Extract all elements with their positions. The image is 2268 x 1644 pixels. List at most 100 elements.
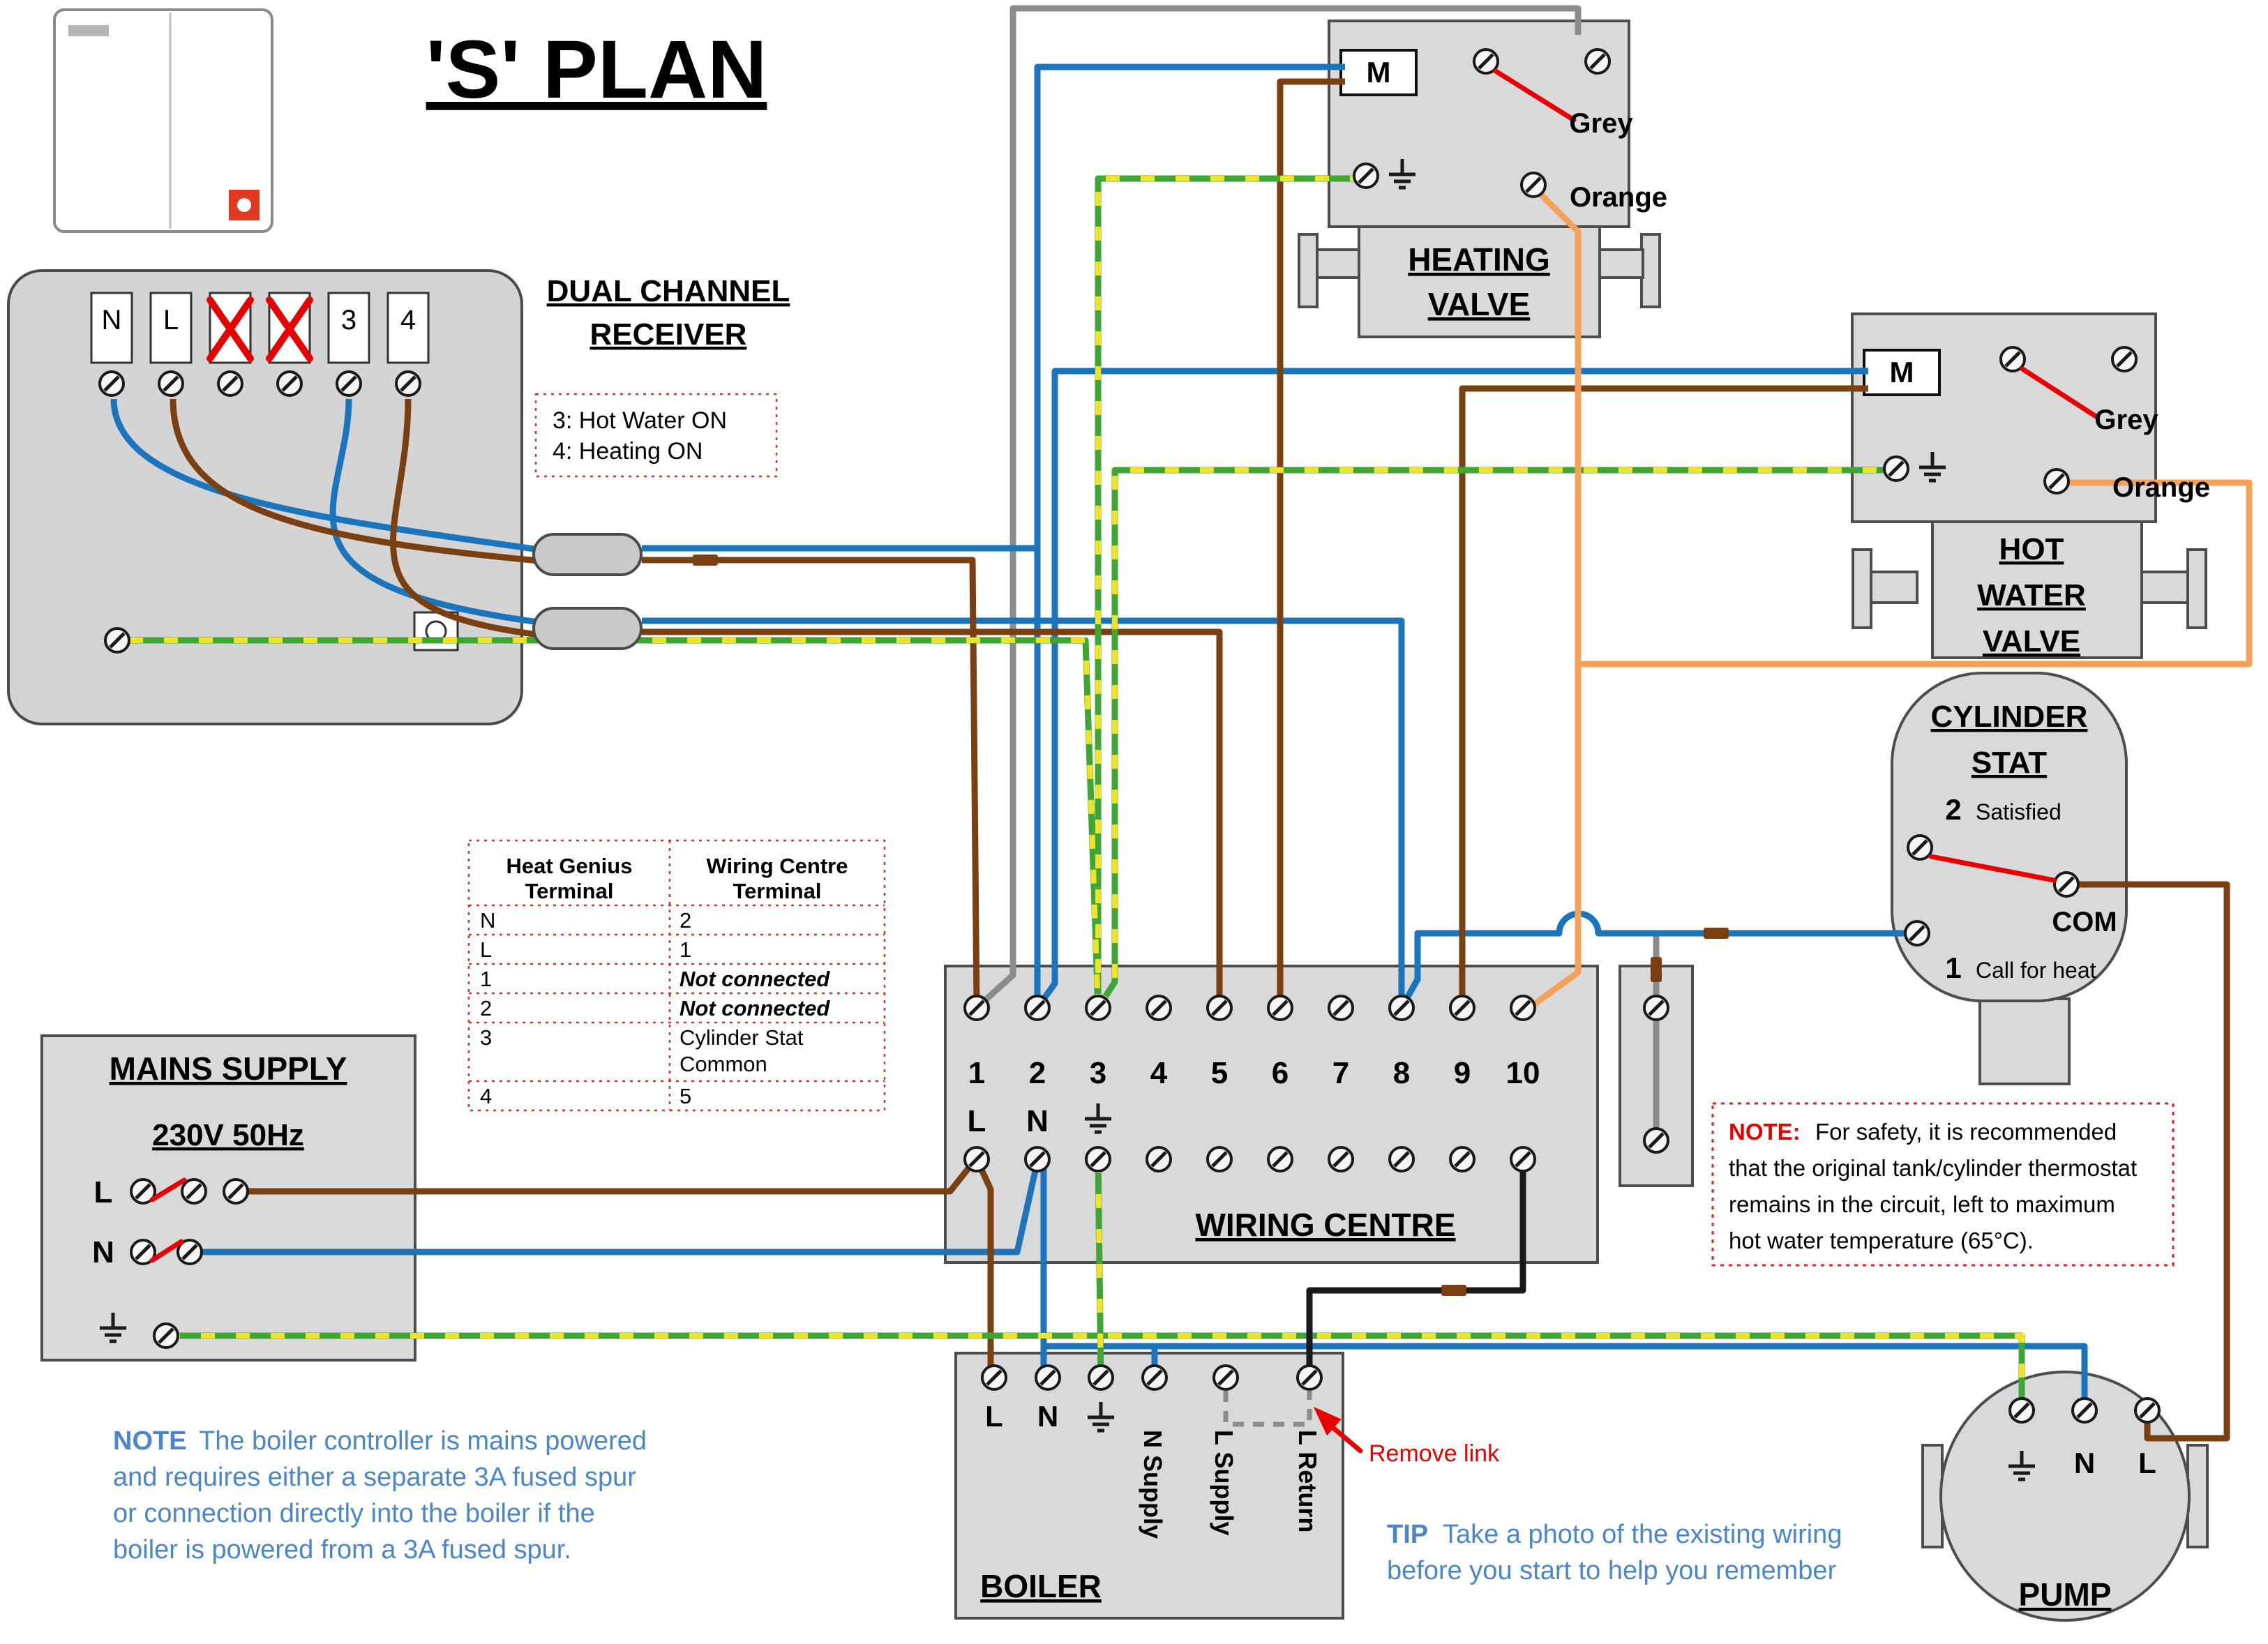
wire-blue-mains-n xyxy=(190,1161,1041,1255)
screw-icon xyxy=(1586,50,1609,73)
wc-terminal-number: 8 xyxy=(1393,1056,1410,1090)
table-cell: 5 xyxy=(679,1084,691,1108)
wc-terminal-number: 6 xyxy=(1272,1056,1289,1090)
screw-icon xyxy=(218,372,242,395)
wire-ferrules xyxy=(693,555,1729,1296)
receiver-terminal-label: 4 xyxy=(400,305,416,335)
screw-icon xyxy=(2073,1398,2096,1422)
remove-link-arrow-head xyxy=(1313,1407,1342,1436)
screw-icon xyxy=(2055,873,2078,896)
wire-brown-hw-valve-motor xyxy=(1459,385,1868,1008)
screw-icon xyxy=(2045,469,2068,493)
boiler-note-line1: The boiler controller is mains powered xyxy=(199,1426,647,1456)
remove-link-arrow-line xyxy=(1326,1421,1363,1454)
stripe xyxy=(129,638,1101,1011)
receiver-terminal-slot xyxy=(327,292,370,364)
table-cell: Not connected xyxy=(679,996,830,1020)
boiler-n-label: N xyxy=(1037,1400,1058,1433)
pump xyxy=(1921,1371,2209,1622)
wc-terminal-number: 5 xyxy=(1211,1056,1228,1090)
earth-wires-yellow-stripe xyxy=(129,176,2025,1412)
table-cell: 3 xyxy=(480,1025,492,1050)
screw-icon xyxy=(1390,996,1413,1020)
wiring-centre-labels: 1 2 3 4 5 6 7 8 9 10 L N WIRING CENTRE xyxy=(968,1056,1540,1243)
ferrule xyxy=(1441,1285,1466,1296)
red-marks xyxy=(149,68,2100,1454)
screw-icon xyxy=(1354,164,1378,188)
terminal-x-mark xyxy=(206,296,254,362)
screw-icon xyxy=(1086,1147,1110,1171)
wc-terminal-number: 1 xyxy=(968,1056,985,1090)
heating-valve-orange-label: Orange xyxy=(1570,182,1667,213)
screw-icon xyxy=(182,1179,206,1203)
safety-note-line4: hot water temperature (65°C). xyxy=(1729,1228,2034,1253)
cylinder-stat-base xyxy=(1978,997,2071,1085)
boiler-n-supply-label: N Supply xyxy=(1139,1430,1167,1539)
boiler-note-prefix: NOTE xyxy=(113,1426,187,1456)
screw-icon xyxy=(1214,1366,1238,1389)
screw-icon xyxy=(1905,921,1929,945)
wire-blue-pump-n xyxy=(1044,1343,2088,1412)
boiler-labels: L N N Supply L Supply L Return BOILER xyxy=(980,1400,1322,1604)
safety-note-line1: For safety, it is recommended xyxy=(1815,1119,2117,1145)
screw-icon xyxy=(1143,1366,1166,1389)
cable-clamp xyxy=(413,611,459,651)
table-cell: 2 xyxy=(679,908,691,933)
screw-icon xyxy=(1511,996,1535,1020)
hw-valve-switch-lever xyxy=(2020,366,2100,420)
screw-icon xyxy=(337,372,361,395)
boiler-box xyxy=(954,1352,1344,1620)
mapping-table xyxy=(467,839,886,1112)
safety-note-line2: that the original tank/cylinder thermost… xyxy=(1729,1155,2137,1181)
pump-flange-left xyxy=(1921,1444,1944,1548)
screw-icon xyxy=(1208,996,1231,1020)
safety-note-line3: remains in the circuit, left to maximum xyxy=(1729,1191,2115,1217)
pump-title: PUMP xyxy=(2019,1576,2112,1613)
wc-terminal-number: 4 xyxy=(1150,1056,1168,1090)
table-cell: 4 xyxy=(480,1084,492,1108)
mains-l-label: L xyxy=(94,1175,113,1209)
ferrule xyxy=(1704,928,1729,939)
table-cell: L xyxy=(480,937,492,962)
table-border xyxy=(467,839,886,1112)
receiver-body xyxy=(7,269,523,725)
pump-body xyxy=(1939,1371,2191,1622)
hw-valve-labels: M Grey Orange HOT WATER VALVE xyxy=(1890,356,2211,658)
wire-brown-4-to-wc5 xyxy=(642,628,1223,1008)
stripe xyxy=(1095,1159,1104,1378)
receiver-note-line1: 3: Hot Water ON xyxy=(553,407,727,434)
wire-blue-hw-valve xyxy=(1035,368,1868,1010)
hw-valve-pipe-flange-right xyxy=(2186,548,2207,629)
wire-orange-hw-valve xyxy=(1578,479,2253,668)
boiler-note-line3: or connection directly into the boiler i… xyxy=(113,1499,595,1528)
cable-sleeve-top xyxy=(532,533,643,576)
table-cell: 2 xyxy=(480,996,492,1020)
wire-orange-heating-valve xyxy=(1527,184,1582,1011)
screw-icon xyxy=(1147,996,1171,1020)
hw-valve-pipe-right xyxy=(2138,571,2189,604)
cylinder-stat-switch-lever xyxy=(1928,854,2057,883)
wc-terminal-number: 9 xyxy=(1454,1056,1471,1090)
table-cell: Not connected xyxy=(679,967,830,991)
pump-l-label: L xyxy=(2138,1447,2156,1479)
screw-icon xyxy=(965,1147,989,1171)
pump-n-label: N xyxy=(2074,1447,2095,1479)
hot-water-valve xyxy=(1851,312,2207,659)
screw-icon xyxy=(159,372,183,395)
stripe xyxy=(1095,176,1359,1008)
safety-note-text: NOTE: For safety, it is recommended that… xyxy=(1729,1119,2137,1253)
screw-icon xyxy=(1208,1147,1231,1171)
heating-valve xyxy=(1298,20,1661,338)
receiver-note-line2: 4: Heating ON xyxy=(553,438,703,465)
heating-valve-pipe-left xyxy=(1316,248,1362,279)
wire-black-boiler-return xyxy=(1306,1159,1526,1378)
table-cell: Cylinder Stat xyxy=(679,1025,804,1050)
screw-icon xyxy=(278,372,301,395)
table-cell: N xyxy=(480,908,495,933)
hw-valve-pipe-left xyxy=(1870,571,1918,604)
screw-icon xyxy=(1036,1366,1060,1389)
tip-line1: Take a photo of the existing wiring xyxy=(1443,1520,1842,1549)
wire-brown-receiver-4 xyxy=(390,398,539,638)
remove-link-label: Remove link xyxy=(1369,1440,1500,1467)
boiler-title: BOILER xyxy=(980,1568,1102,1604)
